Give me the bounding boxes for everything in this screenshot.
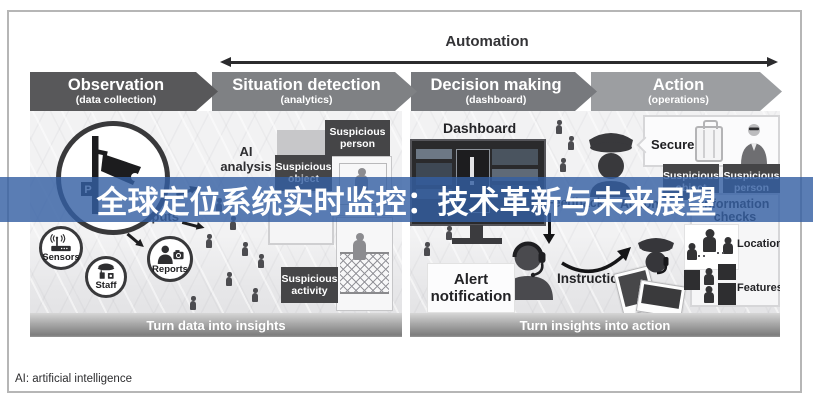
overlay-banner: 全球定位系统实时监控：技术革新与未来展望 — [0, 177, 813, 222]
connector-arrow — [126, 232, 140, 244]
panel-decision-action: Dashboard Feedback Action Secure — [410, 111, 780, 337]
sensors-label: Sensors — [42, 252, 80, 263]
down-arrow — [543, 213, 555, 244]
location-label: Location — [737, 238, 780, 250]
suitcase-illustration — [695, 120, 723, 162]
officer-headset-icon — [638, 238, 674, 275]
automation-arrow — [220, 57, 778, 67]
stage-situation-detection: Situation detection (analytics) — [212, 72, 417, 111]
features-diagram — [684, 264, 737, 306]
observation-bottom-bar: Turn data into insights — [30, 313, 402, 337]
alert-notification-panel: Alert notification — [427, 263, 515, 313]
monitor-stand — [470, 225, 483, 240]
footnote: AI: artificial intelligence — [15, 373, 132, 385]
banner-text: 全球定位系统实时监控：技术革新与未来展望 — [96, 185, 717, 220]
secure-bubble: Secure — [636, 115, 780, 167]
action-bottom-bar: Turn insights into action — [410, 313, 780, 337]
reports-badge: Reports — [147, 236, 193, 282]
dashboard-label: Dashboard — [443, 120, 517, 136]
detection-screenshot — [277, 130, 330, 158]
operator-icon — [503, 241, 553, 300]
suspect-illustration — [741, 124, 767, 165]
automation-label: Automation — [445, 33, 529, 50]
stage-action: Action (operations) — [591, 72, 782, 111]
monitor-base — [452, 238, 502, 244]
staff-label: Staff — [95, 280, 117, 291]
secure-label: Secure — [651, 137, 695, 152]
activity-illustration — [336, 217, 393, 311]
curved-arrow — [561, 247, 631, 274]
features-label: Features — [737, 282, 780, 294]
sensors-badge: Sensors — [39, 226, 83, 270]
reports-label: Reports — [152, 264, 188, 275]
stage-observation: Observation (data collection) — [30, 72, 218, 111]
staff-badge: Staff — [85, 256, 127, 298]
stage-decision-making: Decision making (dashboard) — [411, 72, 597, 111]
